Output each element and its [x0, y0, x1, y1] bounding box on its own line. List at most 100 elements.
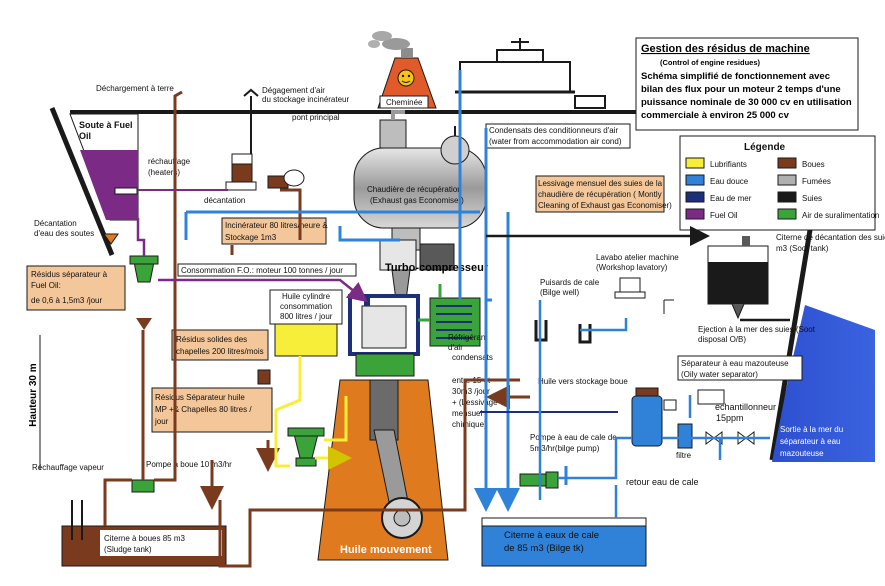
label-condensats-clim-2: (water from accommodation air cond): [489, 137, 622, 146]
legend-label: Fumées: [802, 177, 831, 186]
title-sub: (Control of engine residues): [660, 58, 761, 67]
soot-tank: [707, 236, 769, 320]
label-residus-huile-2: MP +& Chapelles 80 litres /: [155, 405, 252, 414]
title-desc-2: bilan des flux pour un moteur 2 temps d'…: [641, 84, 841, 95]
main-engine: [317, 294, 449, 561]
legend-label: Boues: [802, 160, 825, 169]
separateur-eau-box: [677, 355, 803, 381]
label-echantillonneur-1: échantillonneur: [715, 402, 776, 412]
label-pompe-cale-1: Pompe à eau de cale de: [530, 433, 617, 442]
title-desc-3: puissance nominale de 30 000 cv en utili…: [641, 97, 852, 108]
label-sortie-mer-1: Sortie à la mer du: [780, 425, 843, 434]
label-pompe-cale-2: 5m3/hr(bilge pump): [530, 444, 600, 453]
heaters: [225, 153, 305, 191]
label-soute-2: Oil: [79, 131, 91, 141]
legend-label: Suies: [802, 194, 822, 203]
label-pompe-boue: Pompe à boue 10 m3/hr: [146, 460, 232, 469]
label-condensats-air-6: chimique): [452, 420, 487, 429]
label-soute-1: Soute à Fuel: [79, 120, 133, 130]
label-citerne-boues-2: (Sludge tank): [104, 545, 152, 554]
label-puisards-1: Puisards de cale: [540, 278, 600, 287]
label-refrigerant-1: Réfrigérant: [448, 333, 488, 342]
huile-cylindre-label-box: [269, 289, 343, 325]
hull-left-line: [49, 107, 115, 256]
label-citerne-suies-2: m3 (Soot tank): [776, 244, 829, 253]
fuel-separator: [129, 255, 159, 330]
label-degagement-1: Dégagement d'air: [262, 86, 325, 95]
label-condensats-air-1: condensats: [452, 353, 493, 362]
label-rechauffage-vapeur: Réchauffage vapeur: [32, 463, 104, 472]
sludge-pump: [131, 479, 155, 493]
label-citerne-suies-1: Citerne de décantation des suies 3: [776, 233, 885, 242]
label-decant-soutes-1: Décantation: [34, 219, 77, 228]
label-residus-sep-2: Fuel Oil:: [31, 281, 61, 290]
label-echantillonneur-2: 15ppm: [716, 413, 744, 423]
label-sortie-mer-3: mazouteuse: [780, 449, 824, 458]
label-sortie-mer-2: séparateur à eau: [780, 437, 841, 446]
label-rechauffage-2: (heaters): [148, 168, 180, 177]
label-consommation: Consommation F.O.: moteur 100 tonnes / j…: [181, 266, 343, 275]
oil-separator: [287, 427, 325, 467]
label-chaudiere-1: Chaudière de récupération: [367, 185, 462, 194]
condensats-clim-box: [485, 123, 631, 149]
label-lessivage-3: Cleaning of Exhaust gas Economiser): [538, 201, 672, 210]
label-residus-sep-3: de 0,6 à 1,5m3 /jour: [31, 296, 102, 305]
label-ejection-1: Ejection à la mer des suies (Soot: [698, 325, 816, 334]
label-huile-mouvement: Huile mouvement: [340, 544, 432, 556]
label-dechargement: Déchargement à terre: [96, 84, 174, 93]
label-separateur-eau-1: Séparateur à eau mazouteuse: [681, 359, 789, 368]
legend-label: Eau douce: [710, 177, 749, 186]
label-puisards-2: (Bilge well): [540, 288, 579, 297]
lessivage-box: [535, 175, 665, 213]
superstructure: [455, 38, 606, 109]
label-citerne-boues-1: Citerne à boues 85 m3: [104, 534, 185, 543]
label-citerne-cale-2: de 85 m3 (Bilge tk): [504, 543, 584, 554]
label-condensats-air-3: 30m3 /jour: [452, 387, 490, 396]
label-citerne-cale-1: Citerne à eaux de cale: [504, 530, 599, 541]
label-huile-cyl-2: consommation: [280, 302, 332, 311]
label-degagement-2: du stockage incinérateur: [262, 95, 350, 104]
residus-huile-box: [151, 387, 273, 433]
label-retour: retour eau de cale: [626, 477, 699, 487]
legend-swatch: [685, 208, 705, 220]
hull-left-fill: [48, 112, 88, 578]
air-cooler: [429, 297, 481, 347]
label-condensats-air-4: + (Lessivage: [452, 398, 498, 407]
label-decantation: décantation: [204, 196, 245, 205]
label-huile-stockage: Huile vers stockage boue: [538, 377, 628, 386]
label-huile-cyl-1: Huile cylindre: [282, 292, 331, 301]
label-decant-soutes-2: d'eau des soutes: [34, 229, 94, 238]
legend-swatch: [777, 191, 797, 203]
label-residus-huile-1: Résidus Séparateur huile: [155, 393, 245, 402]
label-lavabo-1: Lavabo atelier machine: [596, 253, 679, 262]
sea-area: [772, 305, 875, 462]
residus-separateur-fuel-box: [26, 265, 126, 311]
vent-cap: [243, 88, 259, 97]
title-main: Gestion des résidus de machine: [641, 43, 810, 55]
label-rechauffage-1: réchauffage: [148, 157, 191, 166]
title-desc-4: commerciale à environ 25 000 cv: [641, 110, 790, 121]
label-lessivage-1: Lessivage mensuel des suies de la: [538, 179, 663, 188]
bilge-tank: [481, 517, 647, 567]
residus-solides-box: [171, 329, 269, 361]
label-ejection-2: disposal O/B): [698, 335, 746, 344]
legend-swatch: [777, 157, 797, 169]
label-residus-solides-1: Résidus solides des: [176, 335, 247, 344]
legend-label: Air de suralimentation: [802, 211, 879, 220]
incinerateur-box: [221, 217, 327, 245]
legend-swatch: [685, 174, 705, 186]
label-pont: pont principal: [292, 113, 340, 122]
turbocharger: [379, 239, 455, 301]
label-incinerateur-1: Incinérateur 80 litres/heure &: [225, 221, 328, 230]
label-refrigerant-2: d'air: [448, 343, 463, 352]
legend-label: Fuel Oil: [710, 211, 738, 220]
label-huile-cyl-3: 800 litres / jour: [280, 312, 333, 321]
sludge-tank: [61, 500, 227, 567]
legend-label: Lubrifiants: [710, 160, 747, 169]
label-separateur-eau-2: (Oily water separator): [681, 370, 758, 379]
chimney-label-box: [379, 95, 429, 109]
label-hauteur: Hauteur 30 m: [28, 363, 39, 426]
legend-label: Eau de mer: [710, 194, 752, 203]
